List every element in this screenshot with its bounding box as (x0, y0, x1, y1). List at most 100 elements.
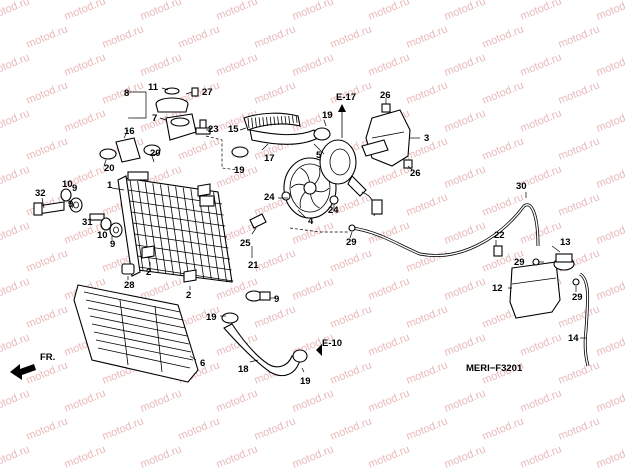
screw-27[interactable] (191, 87, 199, 97)
mounting-bolt-32[interactable] (33, 201, 65, 216)
radiator-fin-row (129, 200, 224, 216)
fan-wire-harness[interactable] (361, 191, 383, 217)
radiator-fin (160, 184, 174, 275)
watermark-text: motod.ru (291, 0, 336, 23)
watermark-text: motod.ru (215, 387, 260, 414)
screw-26-bottom[interactable] (403, 159, 413, 169)
front-direction-arrow (10, 364, 36, 380)
bolt-31[interactable] (89, 213, 105, 221)
hose-clamp-20-left[interactable] (99, 148, 117, 160)
watermark-text: motod.ru (367, 51, 412, 78)
watermark-text: motod.ru (595, 443, 625, 468)
washer-10-upper[interactable] (60, 188, 72, 202)
callout-23: 23 (208, 124, 219, 135)
radiator-fin (175, 186, 189, 277)
hose-clamp-19-lower-right[interactable] (292, 349, 308, 363)
watermark-text: motod.ru (519, 107, 564, 134)
hose-clamp-20-right[interactable] (143, 144, 161, 156)
watermark-text: motod.ru (481, 415, 526, 442)
callout-20-right: 20 (150, 148, 161, 159)
hose-rib (266, 116, 268, 127)
clip-2-middle[interactable] (141, 245, 155, 259)
hose-15-corrugated[interactable] (243, 112, 301, 131)
watermark-text: motod.ru (63, 443, 108, 468)
callout-27: 27 (202, 87, 213, 98)
radiator-grille-guard[interactable] (73, 284, 199, 383)
radiator-cap-11[interactable] (155, 97, 189, 113)
callout-19-lower-right: 19 (300, 376, 311, 387)
radiator-fin (190, 188, 205, 279)
watermark-text: motod.ru (443, 0, 488, 23)
watermark-text: motod.ru (0, 0, 31, 23)
callout-1: 1 (107, 180, 113, 191)
grommet-9-right[interactable] (245, 290, 271, 302)
watermark-text: motod.ru (0, 275, 31, 302)
watermark-text: motod.ru (519, 0, 564, 23)
ref-arrow-e10 (316, 344, 322, 356)
hose-rib (273, 116, 276, 126)
watermark-text: motod.ru (215, 51, 260, 78)
washer-10-lower[interactable] (100, 217, 112, 231)
cap-seal[interactable] (164, 87, 180, 95)
callout-26-bottom: 26 (410, 168, 421, 179)
bracket-25[interactable] (249, 213, 267, 229)
clip-2-lower[interactable] (183, 269, 197, 283)
bolt-24-lower[interactable] (329, 195, 339, 205)
lower-hose-18[interactable] (223, 323, 301, 377)
grommet-9-lower[interactable] (109, 222, 123, 238)
watermark-text: motod.ru (0, 443, 31, 468)
fan-motor-5[interactable] (319, 139, 367, 197)
hose-clamp-19-lower-left[interactable] (221, 312, 239, 324)
callout-e17: E-17 (336, 92, 356, 103)
grommet-9-upper[interactable] (69, 197, 83, 213)
fan-bracket-3[interactable] (361, 109, 411, 167)
hose-16[interactable] (115, 137, 141, 163)
bolt-23[interactable] (195, 119, 211, 135)
hose-rib (269, 116, 272, 126)
hose-17[interactable] (249, 129, 319, 145)
watermark-text: motod.ru (519, 51, 564, 78)
filler-neck-7[interactable] (165, 113, 197, 141)
hose-rib (292, 115, 294, 124)
reserve-tank-cap-13[interactable] (553, 253, 575, 271)
hose-rib (288, 115, 291, 124)
watermark-text: motod.ru (557, 303, 602, 330)
callout-9-right: 9 (274, 294, 279, 305)
watermark-text: motod.ru (291, 443, 336, 468)
watermark-text: motod.ru (25, 247, 70, 274)
clip-29-left[interactable] (348, 224, 356, 232)
watermark-text: motod.ru (443, 51, 488, 78)
radiator-fin (167, 185, 182, 276)
watermark-text: motod.ru (329, 303, 374, 330)
watermark-text: motod.ru (101, 23, 146, 50)
screw-26-top[interactable] (381, 103, 391, 113)
callout-28: 28 (124, 280, 135, 291)
collar-28[interactable] (121, 263, 135, 275)
overflow-hose-14[interactable] (579, 272, 590, 367)
siphon-tube-30[interactable] (351, 203, 540, 257)
callout-13: 13 (560, 237, 571, 248)
watermark-text: motod.ru (519, 331, 564, 358)
watermark-text: motod.ru (329, 359, 374, 386)
hose-clamp-19-left[interactable] (231, 146, 249, 158)
callout-29-tank: 29 (514, 257, 525, 268)
watermark-text: motod.ru (595, 331, 625, 358)
watermark-text: motod.ru (367, 443, 412, 468)
watermark-text: motod.ru (519, 387, 564, 414)
bolt-22[interactable] (493, 245, 503, 257)
callout-e10: E-10 (322, 338, 342, 349)
clip-29-hose[interactable] (572, 278, 580, 286)
hose-clamp-19-top[interactable] (313, 127, 331, 141)
radiator-core[interactable] (117, 171, 234, 283)
bolt-24-left[interactable] (281, 191, 291, 201)
reserve-tank-12[interactable] (509, 261, 561, 319)
watermark-text: motod.ru (101, 415, 146, 442)
clip-2-upper[interactable] (197, 183, 211, 197)
watermark-text: motod.ru (0, 163, 31, 190)
watermark-text: motod.ru (557, 191, 602, 218)
watermark-text: motod.ru (405, 415, 450, 442)
watermark-text: motod.ru (405, 191, 450, 218)
watermark-text: motod.ru (177, 23, 222, 50)
callout-8: 8 (124, 88, 129, 99)
callout-10-upper: 10 (62, 179, 73, 190)
